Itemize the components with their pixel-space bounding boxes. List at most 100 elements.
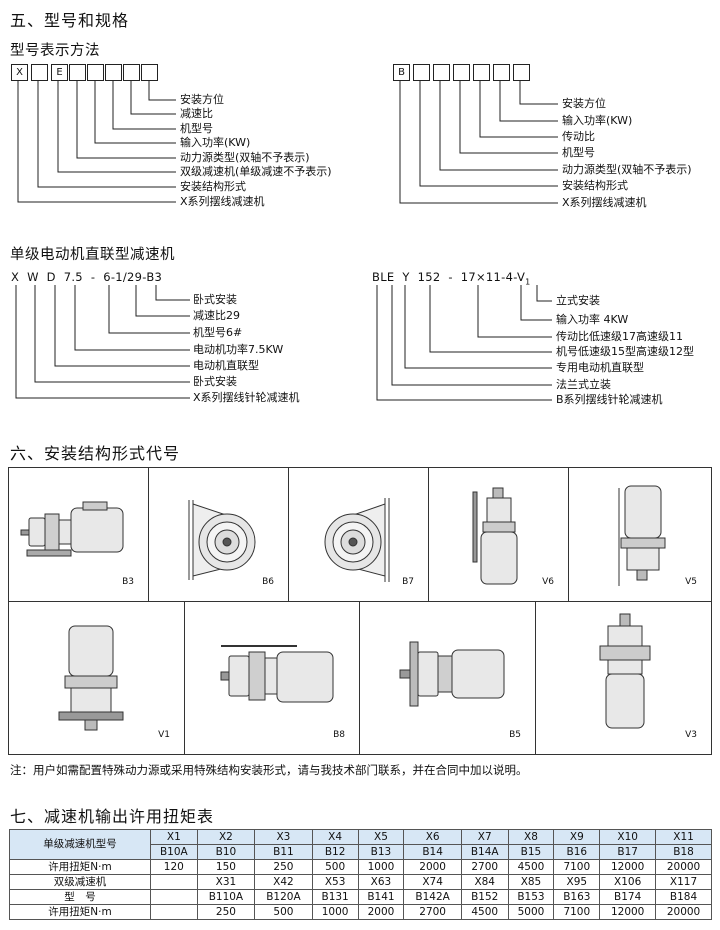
b-label-6: 安装结构形式: [562, 179, 628, 192]
table-cell: B152: [460, 889, 509, 905]
torque-table: 单级减速机型号 X1 X2 X3 X4 X5 X6 X7 X8 X9 X10 X…: [9, 829, 712, 920]
section7-title: 七、减速机输出许用扭矩表: [10, 807, 215, 826]
mounting-grid: B3 B6: [8, 467, 712, 755]
x-box-7: [123, 64, 140, 81]
table-row: 单级减速机型号 X1 X2 X3 X4 X5 X6 X7 X8 X9 X10 X…: [9, 829, 712, 860]
x-example-label-3: 机型号6#: [193, 326, 243, 339]
x-example-label-2: 减速比29: [193, 309, 240, 322]
mount-v1-drawing: [58, 625, 124, 731]
x-example-label-7: X系列摆线针轮减速机: [193, 391, 300, 404]
b-label-4: 机型号: [562, 146, 595, 159]
table-cell: X63: [357, 874, 405, 890]
mount-code-b6: B6: [262, 577, 274, 587]
table-cell: 150: [196, 859, 256, 875]
x-label-5: 动力源类型(双轴不予表示): [180, 151, 310, 164]
table-cell: X3: [254, 829, 313, 845]
table-cell: [150, 904, 198, 920]
mount-cell-v5: V5: [568, 467, 712, 602]
mount-cell-v3: V3: [535, 601, 712, 755]
table-cell: B131: [311, 889, 359, 905]
mount-b3-drawing: [20, 501, 124, 557]
b-example-code-main: BLE Y 152 - 17×11-4-V: [372, 270, 526, 284]
b-box-7: [513, 64, 530, 81]
table-cell: 250: [196, 904, 256, 920]
table-cell: 120: [150, 859, 198, 875]
table-cell: 2700: [460, 859, 509, 875]
table-cell: 250: [254, 859, 313, 875]
row-label-double: 双级减速机: [9, 874, 151, 890]
table-cell: B184: [655, 889, 712, 905]
b-example-code: BLE Y 152 - 17×11-4-V1: [372, 270, 531, 286]
model-notation-title: 型号表示方法: [10, 43, 100, 59]
mount-code-b3: B3: [122, 577, 134, 587]
table-cell: X10: [599, 829, 657, 845]
b-label-7: X系列摆线减速机: [562, 196, 647, 209]
note-text: 注：用户如需配置特殊动力源或采用特殊结构安装形式，请与我技术部门联系，并在合同中…: [10, 763, 528, 777]
table-cell: B12: [311, 844, 359, 860]
b-label-2: 输入功率(KW): [562, 114, 633, 127]
row-label-double-torque: 许用扭矩N·m: [9, 904, 151, 920]
mount-cell-b5: B5: [359, 601, 536, 755]
b-box-5: [473, 64, 490, 81]
table-cell: X106: [599, 874, 657, 890]
table-cell: B13: [357, 844, 405, 860]
b-example-code-sub: 1: [525, 277, 531, 287]
table-cell: 2000: [403, 859, 462, 875]
table-cell: 20000: [655, 859, 712, 875]
table-cell: 2000: [357, 904, 405, 920]
table-cell: B11: [254, 844, 313, 860]
x-label-3: 机型号: [180, 122, 213, 135]
b-box-3: [433, 64, 450, 81]
b-example-label-7: B系列摆线针轮减速机: [556, 393, 663, 406]
table-cell: B153: [507, 889, 555, 905]
table-cell: 12000: [599, 859, 657, 875]
table-cell: X4: [311, 829, 359, 845]
x-label-4: 输入功率(KW): [180, 136, 251, 149]
table-cell: B174: [599, 889, 657, 905]
b-box-2: [413, 64, 430, 81]
table-cell: B110A: [196, 889, 256, 905]
table-cell: 500: [254, 904, 313, 920]
table-row: 许用扭矩N·m 120 150 250 500 1000 2000 2700 4…: [9, 859, 712, 875]
table-row: 型 号 B110A B120A B131 B141 B142A B152 B15…: [9, 889, 712, 905]
x-example-code: X W D 7.5 - 6-1/29-B3: [11, 270, 163, 284]
table-cell: B18: [655, 844, 712, 860]
row-label-single-torque: 许用扭矩N·m: [9, 859, 151, 875]
x-box-1: X: [11, 64, 28, 81]
mount-cell-b8: B8: [184, 601, 360, 755]
mount-cell-b6: B6: [148, 467, 289, 602]
x-label-2: 减速比: [180, 107, 213, 120]
table-cell: 7100: [553, 859, 601, 875]
table-cell: X95: [553, 874, 601, 890]
callout-leader-lines: [15, 81, 558, 401]
table-cell: 2700: [403, 904, 462, 920]
table-row: 许用扭矩N·m 250 500 1000 2000 2700 4500 5000…: [9, 904, 712, 920]
table-cell: 12000: [599, 904, 657, 920]
table-cell: X9: [553, 829, 601, 845]
mount-b7-drawing: [324, 498, 390, 582]
b-example-label-5: 专用电动机直联型: [556, 361, 644, 374]
mount-cell-b3: B3: [8, 467, 149, 602]
x-box-5: [87, 64, 104, 81]
table-cell: B15: [507, 844, 555, 860]
x-example-label-4: 电动机功率7.5KW: [193, 343, 284, 356]
mount-code-v3: V3: [685, 730, 697, 740]
x-example-label-6: 卧式安装: [193, 375, 237, 388]
b-label-1: 安装方位: [562, 97, 606, 110]
table-cell: B10A: [150, 844, 198, 860]
mount-v5-drawing: [618, 485, 666, 586]
table-cell: B163: [553, 889, 601, 905]
mount-cell-v6: V6: [428, 467, 569, 602]
x-box-6: [105, 64, 122, 81]
x-box-2: [31, 64, 48, 81]
x-label-7: 安装结构形式: [180, 180, 246, 193]
table-cell: [150, 889, 198, 905]
b-example-label-4: 机号低速级15型高速级12型: [556, 345, 694, 358]
table-cell: 1000: [311, 904, 359, 920]
table-cell: B14A: [460, 844, 509, 860]
table-cell: X74: [403, 874, 462, 890]
b-label-5: 动力源类型(双轴不予表示): [562, 163, 692, 176]
table-cell: X42: [254, 874, 313, 890]
table-cell: 4500: [460, 904, 509, 920]
x-box-4: [69, 64, 86, 81]
